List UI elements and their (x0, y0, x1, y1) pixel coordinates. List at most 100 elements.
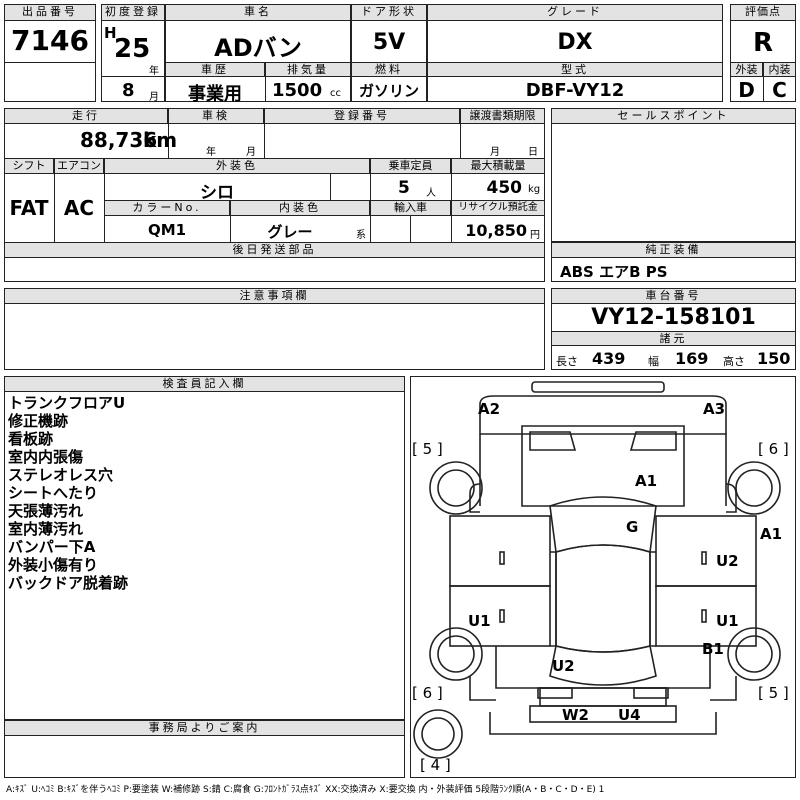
ext-color: シロ (200, 183, 234, 203)
rear-left-wheel-shape (429, 627, 483, 681)
rear-light-left-shape (537, 687, 573, 699)
rear-right-hub-shape (735, 635, 773, 673)
ext-color-label: 外装色 (104, 158, 370, 174)
inspection-year-unit: 年 (206, 147, 216, 158)
color-number: QM1 (147, 221, 187, 239)
registration-year: 25 (114, 34, 151, 64)
damage-mark: A2 (478, 400, 501, 418)
spare-wheel-shape (413, 709, 463, 759)
tyre-tread-rear-left: [ 6 ] (412, 684, 443, 702)
mirrors-shape (469, 483, 737, 513)
color-no-divider (230, 200, 231, 242)
shift-label: シフト (4, 158, 54, 174)
max-load: 450 (486, 178, 523, 198)
inspector-note: バックドア脱着跡 (8, 574, 129, 592)
rear-light-right-shape (633, 687, 669, 699)
back-door-shape (539, 687, 667, 707)
rear-right-wheel-shape (727, 627, 781, 681)
height: 150 (757, 349, 791, 368)
month-unit: 月 (149, 92, 159, 103)
transfer-day-unit: 日 (528, 147, 538, 158)
registration-month: 8 (122, 80, 135, 101)
capacity-unit: 人 (426, 188, 436, 199)
inspector-note: シートへたり (8, 484, 99, 502)
damage-mark: B1 (702, 640, 724, 658)
grade: DX (557, 30, 593, 55)
model: DBF-VY12 (525, 80, 625, 101)
tyre-tread-front-left: [ 5 ] (412, 440, 443, 458)
rear-glass-shape (549, 645, 657, 686)
color-number-label: カラーNo. (104, 200, 230, 216)
capacity: 5 (398, 178, 410, 198)
mileage-unit: km (143, 128, 178, 152)
int-color-unit: 系 (356, 230, 366, 241)
inspector-note: バンパー下A (8, 538, 96, 556)
lot-number-label: 出品番号 (4, 4, 96, 21)
left-front-door-shape (449, 515, 551, 587)
damage-mark: A1 (635, 472, 658, 490)
specs-label: 諸元 (551, 331, 796, 346)
recycle-fee: 10,850 (465, 221, 527, 240)
recycle-unit: 円 (530, 230, 540, 241)
car-name: ADバン (214, 34, 302, 62)
front-right-wheel-shape (727, 461, 781, 515)
genuine-equipment-label: 純正装備 (551, 242, 796, 258)
lot-number: 7146 (11, 24, 89, 57)
row2-divider-2 (264, 108, 265, 158)
tyre-tread-spare: [ 4 ] (420, 756, 451, 774)
int-color: グレー (267, 223, 313, 241)
inspector-note: 外装小傷有り (8, 556, 99, 574)
right-rear-handle-shape (701, 609, 707, 623)
score: R (752, 28, 774, 58)
front-sides (479, 434, 727, 506)
right-rear-door-shape (655, 585, 757, 647)
import-label: 輸入車 (370, 200, 451, 216)
ac-label: エアコン (54, 158, 104, 174)
history-divider (265, 62, 266, 102)
shift-divider (54, 158, 55, 242)
front-right-hub-shape (735, 469, 773, 507)
front-bumper-top-shape (531, 381, 665, 393)
history: 事業用 (188, 84, 242, 105)
lot-divider (4, 62, 96, 63)
tyre-tread-front-right: [ 6 ] (758, 440, 789, 458)
capacity-label: 乗車定員 (370, 158, 451, 174)
front-bumper-shape (479, 395, 727, 435)
tyre-tread-rear-right: [ 5 ] (758, 684, 789, 702)
interior-grade: C (772, 78, 787, 102)
exterior-label: 外装 (730, 62, 763, 77)
office-label: 事務局よりご案内 (4, 720, 405, 736)
left-handle-shape (499, 551, 505, 565)
recycle-label: リサイクル預託金 (451, 200, 545, 216)
legend: A:ｷｽﾞ U:ﾍｺﾐ B:ｷｽﾞを伴うﾍｺﾐ P:要塗装 W:補修跡 S:錆 … (6, 785, 605, 795)
headlights-shape (529, 431, 677, 451)
caution-label: 注意事項欄 (4, 288, 545, 304)
mileage: 88,736 (80, 128, 158, 152)
inspector-box (4, 376, 405, 720)
inspector-label: 検査員記入欄 (4, 376, 405, 392)
damage-mark: U2 (552, 657, 575, 675)
inspector-note: 室内薄汚れ (8, 520, 84, 538)
left-rear-handle-shape (499, 609, 505, 623)
inspector-note: トランクフロアU (8, 394, 126, 412)
max-load-unit: kg (528, 184, 541, 195)
displacement-label: 排気量 (265, 62, 351, 77)
rear-quarter-shape (469, 676, 737, 701)
ac: AC (63, 196, 95, 220)
interior-label: 内装 (763, 62, 796, 77)
car-name-label: 車名 (165, 4, 351, 21)
damage-mark: U1 (716, 612, 739, 630)
rear-left-hub-shape (437, 635, 475, 673)
model-label: 型式 (427, 62, 723, 77)
first-reg-divider (101, 76, 165, 77)
row2-divider-3 (460, 108, 461, 158)
damage-mark: G (626, 518, 639, 536)
inspection-month-unit: 月 (246, 147, 256, 158)
damage-mark: U4 (618, 706, 641, 724)
damage-mark: U2 (716, 552, 739, 570)
max-load-label: 最大積載量 (451, 158, 545, 174)
history-label: 車歴 (165, 62, 265, 77)
inspector-note: ステレオレス穴 (8, 466, 114, 484)
genuine-equipment: ABS エアB PS (560, 263, 668, 281)
